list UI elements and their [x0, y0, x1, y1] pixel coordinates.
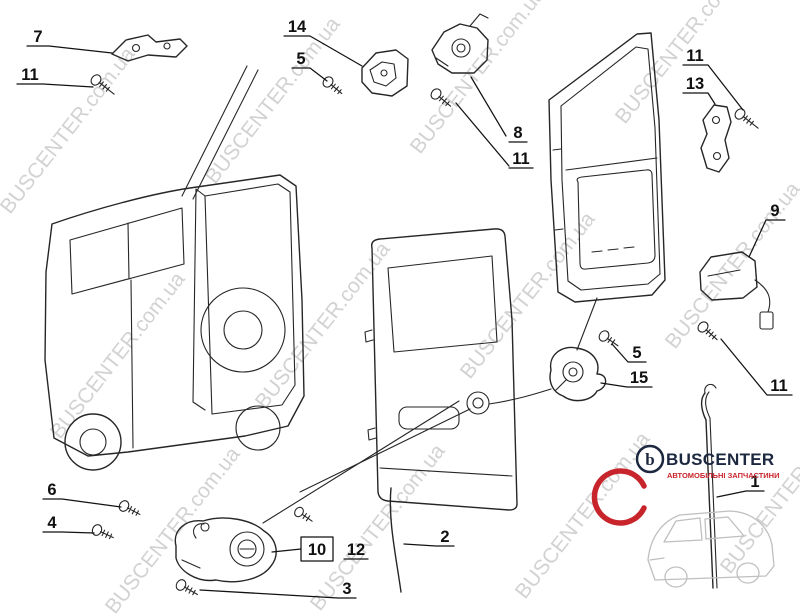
screw-5-mid-icon — [598, 330, 619, 347]
logo-red-arc — [591, 468, 647, 526]
watermark-text: BUSCENTER.com.ua — [611, 0, 755, 128]
relation-lines — [262, 297, 598, 524]
callout-label-11-a: 11 — [21, 66, 38, 84]
bolt-11-right-icon — [697, 321, 718, 341]
callout-labels: 7 11 14 5 8 11 11 13 9 5 15 11 6 4 10 12… — [21, 18, 787, 598]
bolt-11-top-right-icon — [734, 108, 759, 129]
callout-label-12: 12 — [347, 541, 365, 559]
logo-emblem-letter: b — [645, 450, 654, 469]
callout-label-6: 6 — [47, 481, 56, 499]
callout-label-13: 13 — [686, 75, 704, 93]
callout-label-7: 7 — [33, 28, 42, 46]
callout-label-15: 15 — [630, 369, 648, 387]
logo-brand-text: BUSCENTER — [666, 450, 775, 469]
logo-van-sketch — [647, 510, 775, 588]
part-10-12-lock-assembly — [174, 517, 277, 583]
part-15-latch — [549, 346, 607, 402]
van-drawing — [44, 65, 305, 471]
part-1-rod — [700, 383, 718, 589]
callout-label-10: 10 — [308, 541, 326, 559]
callout-label-3: 3 — [342, 580, 351, 598]
callout-label-11-c: 11 — [686, 47, 703, 65]
watermark-text: BUSCENTER.com.ua — [511, 428, 655, 603]
screw-4-icon — [91, 524, 114, 540]
part-13-bracket — [700, 104, 732, 173]
callout-label-8: 8 — [513, 124, 522, 142]
bolt-11-under-8-icon — [430, 88, 452, 107]
callout-label-11-b: 11 — [512, 150, 529, 168]
callout-label-11-d: 11 — [770, 377, 787, 395]
screw-6-icon — [118, 500, 141, 516]
logo-tagline-text: АВТОМОБІЛЬНІ ЗАПЧАСТИНИ — [667, 471, 779, 480]
part-2-rod — [389, 487, 402, 593]
callout-label-2: 2 — [440, 528, 449, 546]
watermark-text: BUSCENTER.com.ua — [101, 443, 245, 615]
watermark-text: BUSCENTER.com.ua — [46, 268, 190, 443]
rear-door-panel — [364, 228, 518, 511]
watermark-text: BUSCENTER.com.ua — [201, 13, 345, 188]
callout-label-5-a: 5 — [296, 50, 305, 68]
door-frame — [548, 32, 666, 303]
callout-label-4: 4 — [47, 514, 57, 532]
callout-label-14: 14 — [288, 18, 307, 36]
screw-12-icon — [294, 506, 313, 522]
logo-emblem-circle — [635, 444, 665, 474]
part-7-bracket — [111, 34, 188, 62]
screw-5-top-icon — [322, 76, 343, 95]
watermark-text: BUSCENTER.com.ua — [406, 0, 550, 158]
part-9-actuator — [699, 251, 774, 330]
callout-label-9: 9 — [770, 202, 779, 220]
callout-label-1: 1 — [750, 473, 759, 491]
part-14-cover — [361, 49, 409, 97]
callout-label-5-b: 5 — [632, 344, 641, 362]
bolt-11-left-icon — [90, 74, 115, 95]
callout-leaders — [16, 35, 793, 599]
part-8-lock — [431, 13, 489, 74]
buscenter-logo: b BUSCENTER АВТОМОБІЛЬНІ ЗАПЧАСТИНИ — [591, 444, 779, 588]
screw-3-icon — [175, 579, 199, 596]
watermark-text: BUSCENTER.com.ua — [456, 208, 600, 383]
